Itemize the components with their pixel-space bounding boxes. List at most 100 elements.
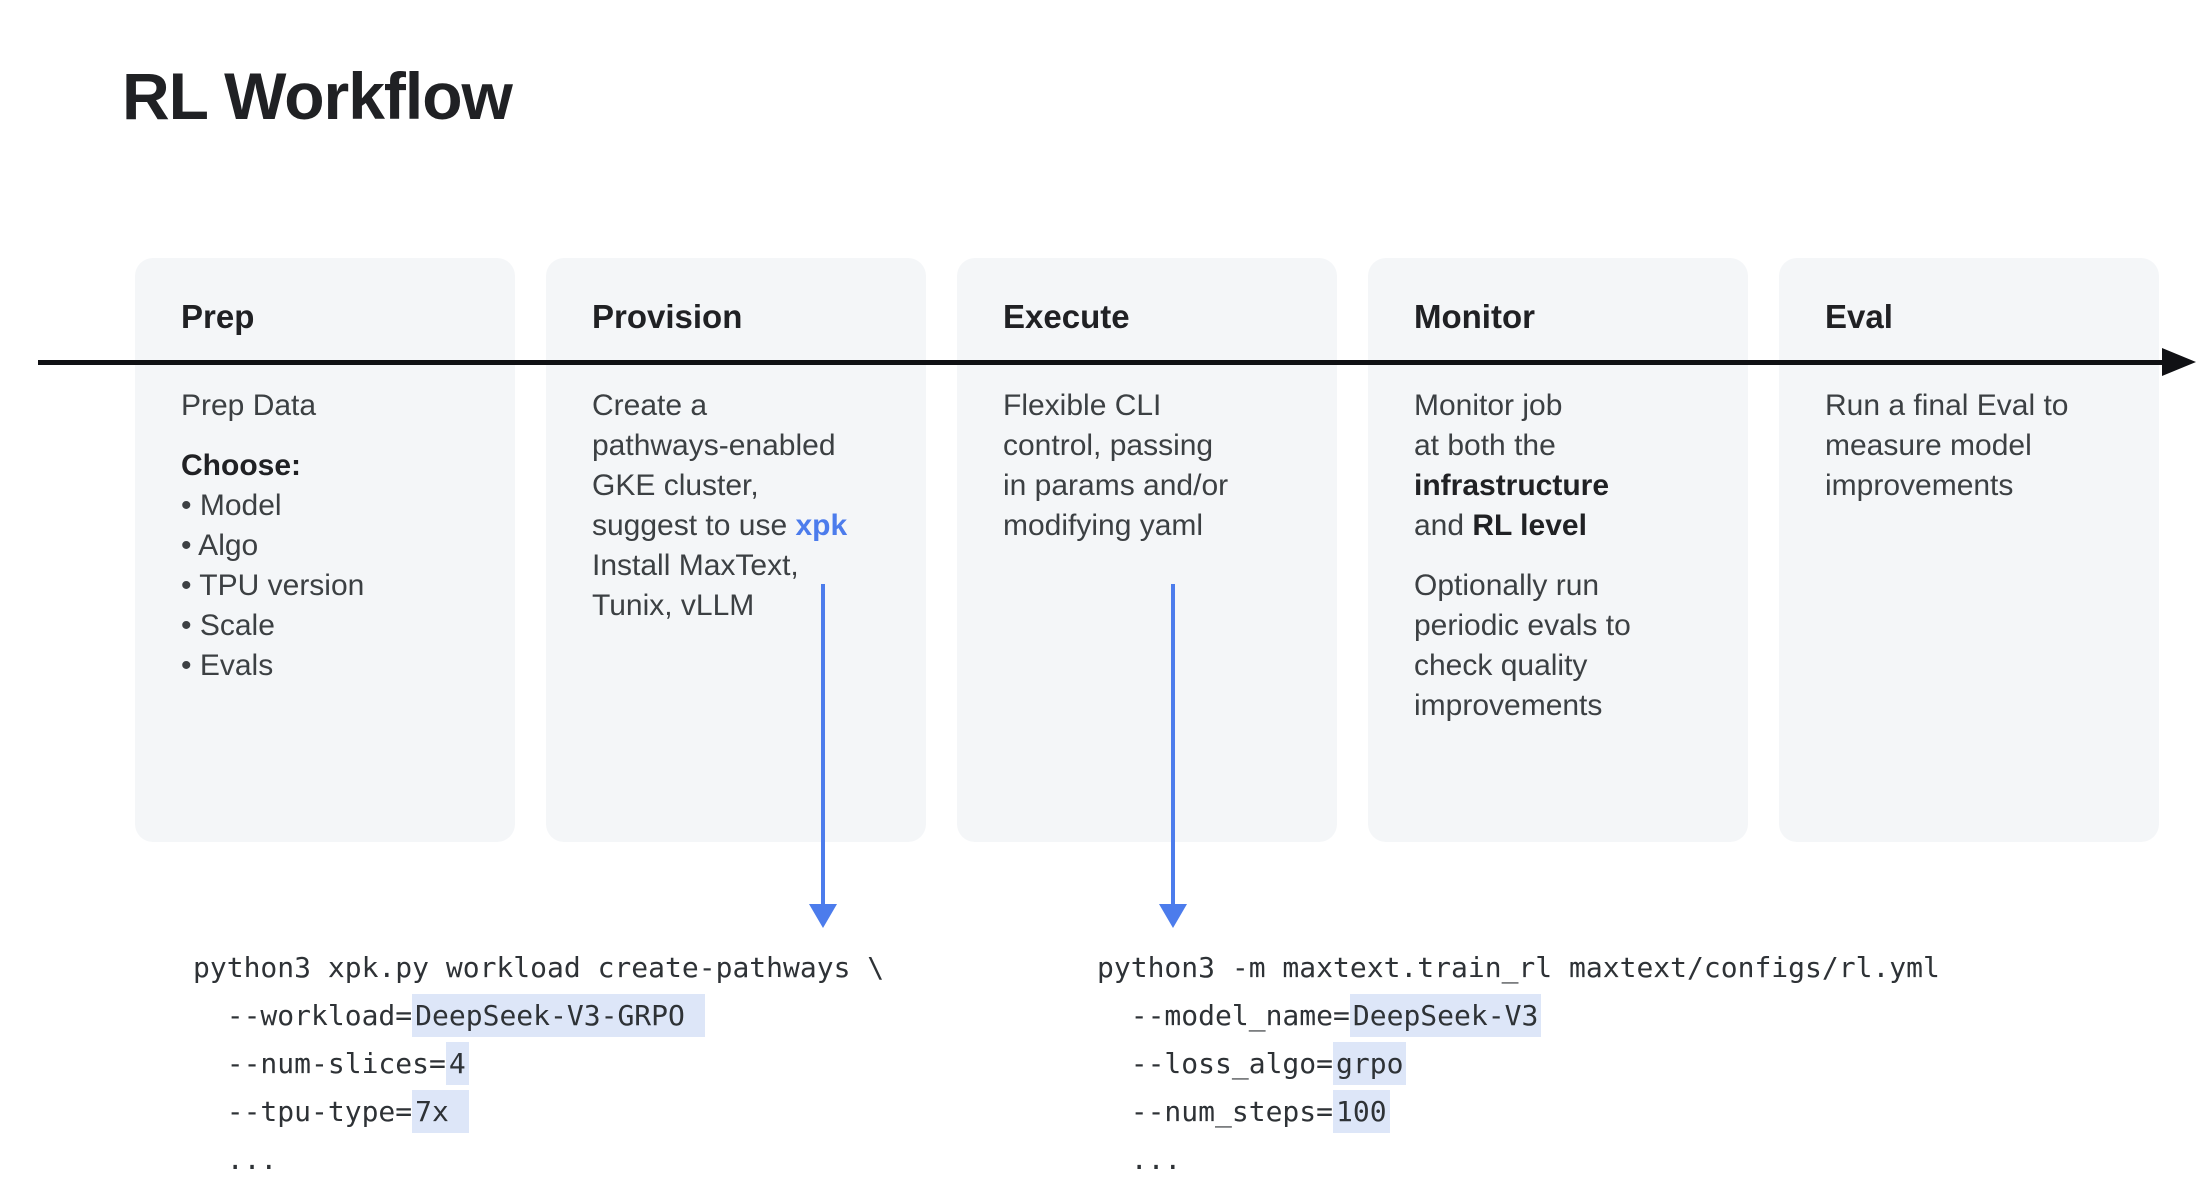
code-highlight: 7x bbox=[412, 1090, 469, 1133]
text-line: measure model bbox=[1825, 426, 2135, 466]
code-line: python3 xpk.py workload create-pathways … bbox=[193, 944, 884, 992]
text-line: modifying yaml bbox=[1003, 506, 1313, 546]
stage-card-eval: Eval Run a final Eval to measure model imp… bbox=[1779, 258, 2159, 842]
code-highlight: DeepSeek-V3 bbox=[1349, 994, 1542, 1037]
text-line: • Scale bbox=[181, 606, 491, 646]
text-segment: Run a final Eval to bbox=[1825, 389, 2069, 422]
text-line: in params and/or bbox=[1003, 466, 1313, 506]
code-line: --tpu-type=7x bbox=[193, 1088, 884, 1136]
page-title: RL Workflow bbox=[122, 59, 513, 133]
text-segment: --loss_algo= bbox=[1097, 1047, 1334, 1080]
workflow-timeline-arrowhead-icon bbox=[2162, 348, 2196, 376]
text-segment: Flexible CLI bbox=[1003, 389, 1162, 422]
text-line: Flexible CLI bbox=[1003, 386, 1313, 426]
text-segment: --model_name= bbox=[1097, 999, 1350, 1032]
code-line: --num_steps=100 bbox=[1097, 1088, 1940, 1136]
text-segment: RL level bbox=[1472, 509, 1587, 542]
arrow-down-icon bbox=[1159, 904, 1187, 928]
text-line: • Algo bbox=[181, 526, 491, 566]
code-line: ... bbox=[193, 1136, 884, 1184]
text-segment: Install MaxText, bbox=[592, 549, 799, 582]
code-line: --num-slices=4 bbox=[193, 1040, 884, 1088]
code-highlight: 100 bbox=[1333, 1090, 1390, 1133]
text-segment: control, passing bbox=[1003, 429, 1214, 462]
stage-title: Execute bbox=[1003, 298, 1130, 335]
xpk-code-block: python3 xpk.py workload create-pathways … bbox=[193, 944, 884, 1184]
text-segment: • Model bbox=[181, 489, 282, 522]
text-segment: • Algo bbox=[181, 529, 259, 562]
text-segment: periodic evals to bbox=[1414, 609, 1631, 642]
stage-body: Run a final Eval to measure model improvem… bbox=[1825, 386, 2135, 506]
text-line: Tunix, vLLM bbox=[592, 586, 902, 626]
text-segment: python3 xpk.py workload create-pathways … bbox=[193, 951, 885, 984]
text-segment: at both the bbox=[1414, 429, 1556, 462]
text-line: at both the bbox=[1414, 426, 1724, 466]
text-segment: in params and/or bbox=[1003, 469, 1229, 502]
text-line: improvements bbox=[1825, 466, 2135, 506]
code-line: --workload=DeepSeek-V3-GRPO bbox=[193, 992, 884, 1040]
text-line: Create a bbox=[592, 386, 902, 426]
text-line: Monitor job bbox=[1414, 386, 1724, 426]
text-line: and RL level bbox=[1414, 506, 1724, 546]
stage-card-monitor: Monitor Monitor job at both the infrastruc… bbox=[1368, 258, 1748, 842]
code-highlight: 4 bbox=[445, 1042, 469, 1085]
stage-title: Prep bbox=[181, 298, 255, 335]
text-segment: Tunix, vLLM bbox=[592, 589, 755, 622]
text-line: control, passing bbox=[1003, 426, 1313, 466]
maxtext-code-block: python3 -m maxtext.train_rl maxtext/conf… bbox=[1097, 944, 1940, 1184]
text-segment: --workload= bbox=[193, 999, 413, 1032]
stage-card-execute: Execute Flexible CLI control, passing in p… bbox=[957, 258, 1337, 842]
text-segment: pathways-enabled bbox=[592, 429, 836, 462]
code-highlight: DeepSeek-V3-GRPO bbox=[412, 994, 705, 1037]
arrow-shaft bbox=[1171, 584, 1175, 904]
text-line: Prep Data bbox=[181, 386, 491, 426]
workflow-timeline-line bbox=[38, 360, 2162, 365]
card-paragraph: Optionally run periodic evals to check qua… bbox=[1414, 566, 1724, 726]
xpk-link[interactable]: xpk bbox=[795, 509, 848, 542]
text-segment: Prep Data bbox=[181, 389, 317, 422]
text-line: infrastructure bbox=[1414, 466, 1724, 506]
text-segment: --num_steps= bbox=[1097, 1095, 1334, 1128]
text-segment: and bbox=[1414, 509, 1473, 542]
text-line: • TPU version bbox=[181, 566, 491, 606]
text-line: GKE cluster, bbox=[592, 466, 902, 506]
stage-title: Eval bbox=[1825, 298, 1893, 335]
card-paragraph: Run a final Eval to measure model improvem… bbox=[1825, 386, 2135, 506]
stage-title: Provision bbox=[592, 298, 743, 335]
stage-title: Monitor bbox=[1414, 298, 1535, 335]
text-segment: • Scale bbox=[181, 609, 275, 642]
text-segment: Optionally run bbox=[1414, 569, 1600, 602]
text-segment: ... bbox=[193, 1143, 278, 1176]
text-line: check quality bbox=[1414, 646, 1724, 686]
text-line: Optionally run bbox=[1414, 566, 1724, 606]
arrow-shaft bbox=[821, 584, 825, 904]
code-line: ... bbox=[1097, 1136, 1940, 1184]
text-segment: measure model bbox=[1825, 429, 2032, 462]
text-segment: improvements bbox=[1825, 469, 2014, 502]
text-line: Choose: bbox=[181, 446, 491, 486]
text-line: Install MaxText, bbox=[592, 546, 902, 586]
text-line: pathways-enabled bbox=[592, 426, 902, 466]
text-segment: Monitor job bbox=[1414, 389, 1563, 422]
code-highlight: grpo bbox=[1333, 1042, 1407, 1085]
text-segment: improvements bbox=[1414, 689, 1603, 722]
text-segment: ... bbox=[1097, 1143, 1182, 1176]
text-segment: modifying yaml bbox=[1003, 509, 1204, 542]
text-segment: --tpu-type= bbox=[193, 1095, 413, 1128]
text-line: • Model bbox=[181, 486, 491, 526]
code-line: --model_name=DeepSeek-V3 bbox=[1097, 992, 1940, 1040]
text-line: • Evals bbox=[181, 646, 491, 686]
text-segment: • TPU version bbox=[181, 569, 365, 602]
card-paragraph: Choose:• Model • Algo • TPU version • Scale… bbox=[181, 446, 491, 686]
text-segment: Create a bbox=[592, 389, 708, 422]
text-segment: • Evals bbox=[181, 649, 274, 682]
card-paragraph: Flexible CLI control, passing in params an… bbox=[1003, 386, 1313, 546]
